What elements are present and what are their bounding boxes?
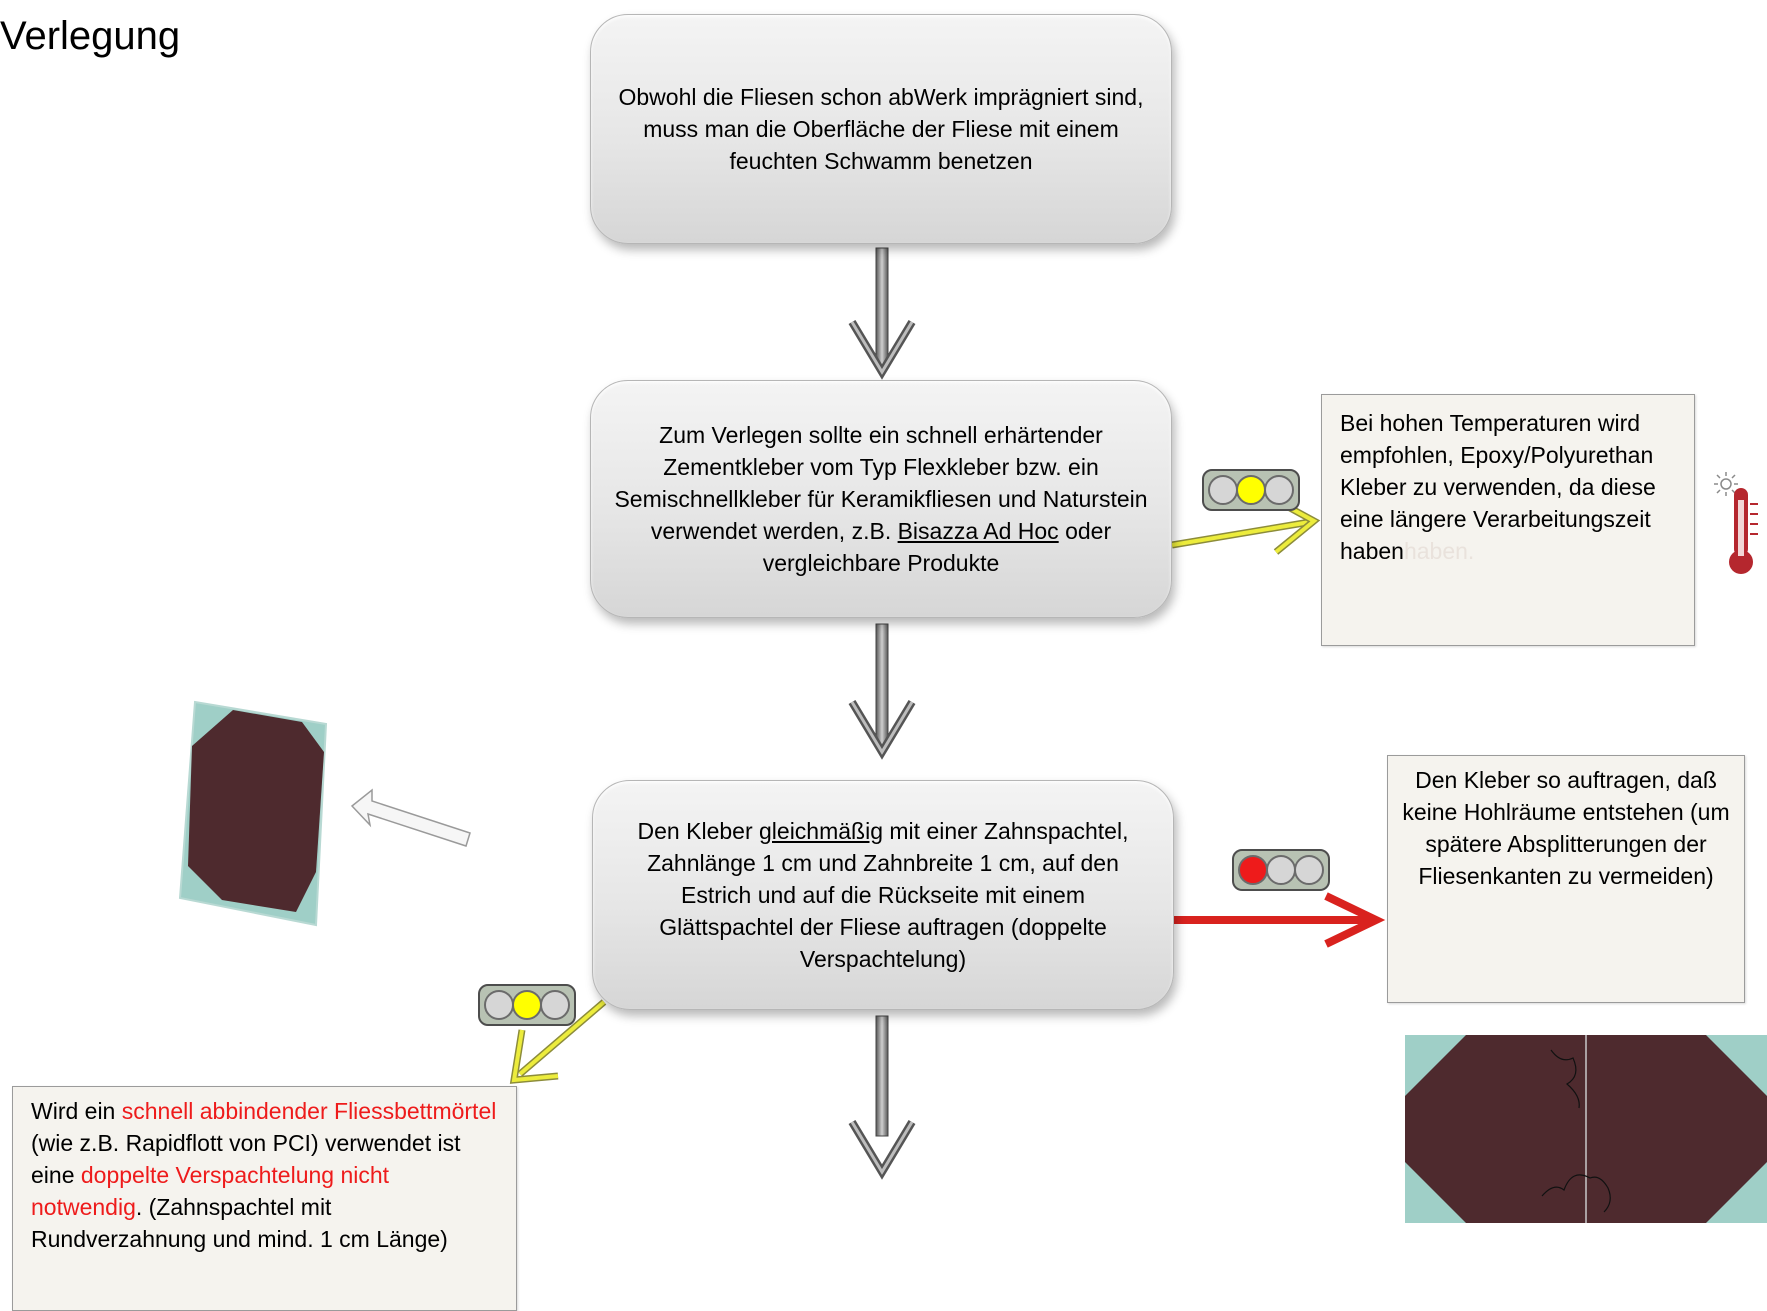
tile-icon xyxy=(178,700,328,927)
traffic-light-icon xyxy=(1232,849,1330,891)
flow-step-2: Zum Verlegen sollte ein schnell erhärten… xyxy=(590,380,1172,618)
arrow-to-mortar-note xyxy=(509,999,607,1084)
note-temperature: Bei hohen Temperaturen wird empfohlen, E… xyxy=(1321,394,1695,646)
flow-step-1: Obwohl die Fliesen schon abWerk imprägni… xyxy=(590,14,1172,244)
flow-arrow-1 xyxy=(848,247,916,380)
note-mortar-highlight-1: schnell abbindender Fliessbettmörtel xyxy=(121,1098,497,1124)
signal-2-lamp-1 xyxy=(1266,855,1296,885)
flow-step-2-text-start: Zum Verlegen sollte ein schnell erhärten… xyxy=(614,422,1148,544)
flow-step-3-text: Den Kleber gleichmäßig mit einer Zahnspa… xyxy=(615,815,1151,975)
note-mortar-text-2: (wie z.B. Rapidflott von PCI) verwendet … xyxy=(31,1130,461,1188)
note-mortar-text-3: . (Zahnspachtel mit Rundverzahnung und m… xyxy=(31,1194,448,1252)
note-mortar-text-1: Wird ein xyxy=(31,1098,122,1124)
flow-step-2-text: Zum Verlegen sollte ein schnell erhärten… xyxy=(613,419,1149,579)
flow-step-3-text-start: Den Kleber xyxy=(637,818,759,844)
traffic-light-icon xyxy=(478,984,576,1026)
arrow-to-tile xyxy=(350,788,471,847)
note-temperature-ghost-text: haben. xyxy=(1403,538,1475,564)
signal-1-lamp-1 xyxy=(1236,475,1266,505)
page-title: Verlegung xyxy=(0,14,181,58)
tile-pair-icon xyxy=(1405,1035,1767,1223)
flow-arrow-3 xyxy=(848,1015,916,1180)
signal-3-lamp-0 xyxy=(484,990,514,1020)
flow-arrow-2 xyxy=(848,623,916,760)
signal-3-lamp-2 xyxy=(540,990,570,1020)
signal-1-lamp-0 xyxy=(1208,475,1238,505)
product-link[interactable]: Bisazza Ad Hoc xyxy=(897,518,1059,544)
thermometer-sun-icon xyxy=(1714,472,1758,574)
flow-step-2-text-end: oder vergleichbare Produkte xyxy=(762,518,1112,576)
note-mortar: Wird ein schnell abbindender Fliessbettm… xyxy=(12,1086,517,1311)
note-hollow-text: Den Kleber so auftragen, daß keine Hohlr… xyxy=(1402,767,1730,889)
note-temperature-text: Bei hohen Temperaturen wird empfohlen, E… xyxy=(1340,410,1656,564)
note-hollow: Den Kleber so auftragen, daß keine Hohlr… xyxy=(1387,755,1745,1003)
flow-step-1-text: Obwohl die Fliesen schon abWerk imprägni… xyxy=(618,84,1144,174)
flow-step-3-text-end: mit einer Zahnspachtel, Zahnlänge 1 cm u… xyxy=(647,818,1129,972)
flow-step-3-emphasis: gleichmäßig xyxy=(759,818,883,844)
note-mortar-highlight-2: doppelte Verspachtelung nicht notwendig xyxy=(31,1162,390,1220)
signal-2-lamp-2 xyxy=(1294,855,1324,885)
signal-3-lamp-1 xyxy=(512,990,542,1020)
signal-2-lamp-0 xyxy=(1238,855,1268,885)
traffic-light-icon xyxy=(1202,469,1300,511)
signal-1-lamp-2 xyxy=(1264,475,1294,505)
arrow-to-hollow-note xyxy=(1174,892,1386,948)
flow-step-3: Den Kleber gleichmäßig mit einer Zahnspa… xyxy=(592,780,1174,1010)
